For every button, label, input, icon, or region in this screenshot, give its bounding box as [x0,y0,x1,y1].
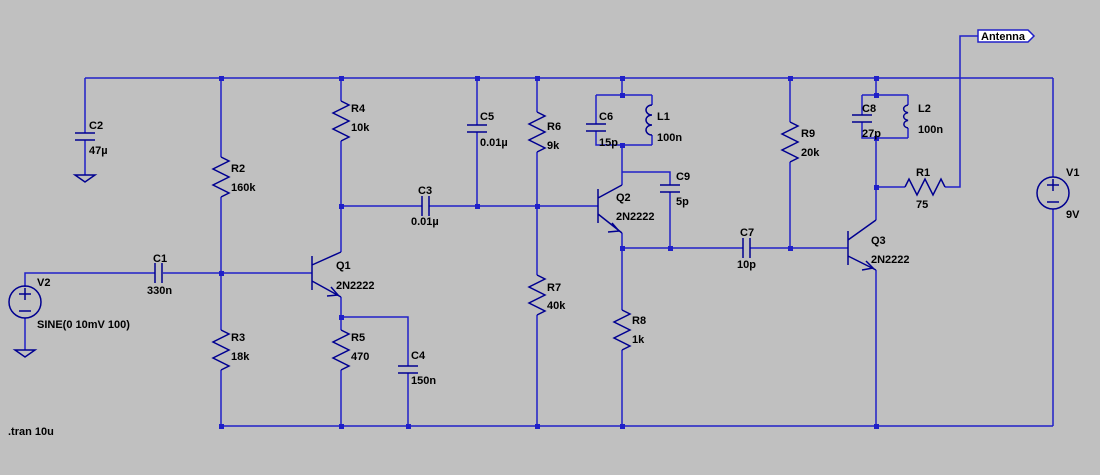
transistor-q3 [847,219,877,271]
r4-value: 10k [351,122,370,134]
resistor-r9 [780,121,800,163]
resistor-r3 [211,329,231,371]
r6-value: 9k [547,140,560,152]
r8-value: 1k [632,334,645,346]
ground-icon [72,174,98,183]
c2-name: C2 [89,120,103,132]
c7-name: C7 [740,227,754,239]
capacitors [75,114,872,374]
c5-name: C5 [480,111,494,123]
l2-value: 100n [918,124,943,136]
v2-name: V2 [37,277,50,289]
c4-name: C4 [411,350,426,362]
c1-value: 330n [147,285,172,297]
r9-name: R9 [801,128,815,140]
capacitor-c3 [421,196,430,216]
r2-value: 160k [231,182,256,194]
capacitor-c7 [742,238,751,258]
c7-value: 10p [737,259,756,271]
resistor-r6 [527,111,547,153]
inductor-l1 [645,104,653,136]
component-labels: C2 47µ R2 160k R3 18k R4 10k R5 470 R6 9… [8,103,1080,438]
resistor-r7 [527,274,547,316]
c3-name: C3 [418,185,432,197]
antenna-label: Antenna [981,31,1026,43]
c8-value: 27p [862,128,881,140]
c3-value: 0.01µ [411,216,439,228]
r7-name: R7 [547,282,561,294]
l1-name: L1 [657,111,670,123]
c6-name: C6 [599,111,613,123]
r3-value: 18k [231,351,250,363]
r7-value: 40k [547,300,566,312]
q2-value: 2N2222 [616,211,655,223]
c4-value: 150n [411,375,436,387]
capacitor-c2 [75,132,95,141]
c9-value: 5p [676,196,689,208]
ground-symbols [12,174,98,358]
antenna-net-flag: Antenna [977,29,1036,43]
transistor-q1 [311,251,342,298]
capacitor-c5 [467,124,487,133]
capacitor-c9 [660,184,680,193]
q1-value: 2N2222 [336,280,375,292]
r4-name: R4 [351,103,366,115]
r1-value: 75 [916,199,928,211]
c2-value: 47µ [89,145,108,157]
r5-name: R5 [351,332,365,344]
v1-name: V1 [1066,167,1079,179]
v2-value: SINE(0 10mV 100) [37,319,130,331]
ground-icon [12,349,38,358]
q1-name: Q1 [336,260,351,272]
c1-name: C1 [153,253,167,265]
voltage-source-v2 [8,285,42,319]
capacitor-c8 [852,114,872,123]
resistor-r8 [612,309,632,351]
wires [24,35,1054,427]
inductor-l2 [902,104,909,129]
capacitor-c6 [586,123,606,132]
spice-directive: .tran 10u [8,426,54,438]
r8-name: R8 [632,315,646,327]
resistor-r5 [331,329,351,371]
c6-value: 15p [599,137,618,149]
r3-name: R3 [231,332,245,344]
capacitor-c1 [154,263,163,283]
v1-value: 9V [1066,209,1080,221]
q3-value: 2N2222 [871,254,910,266]
capacitor-c4 [398,365,418,374]
r2-name: R2 [231,163,245,175]
q2-name: Q2 [616,192,631,204]
voltage-source-v1 [1036,176,1070,210]
q3-name: Q3 [871,235,886,247]
c9-name: C9 [676,171,690,183]
r6-name: R6 [547,121,561,133]
resistor-r1 [904,177,946,197]
resistors [211,100,946,371]
c5-value: 0.01µ [480,137,508,149]
r5-value: 470 [351,351,369,363]
r1-name: R1 [916,167,930,179]
resistor-r2 [211,156,231,198]
inductors [645,104,909,136]
l2-name: L2 [918,103,931,115]
resistor-r4 [331,100,351,142]
c8-name: C8 [862,103,876,115]
transistor-q2 [597,184,623,234]
l1-value: 100n [657,132,682,144]
r9-value: 20k [801,147,820,159]
junction-dots [219,76,879,429]
